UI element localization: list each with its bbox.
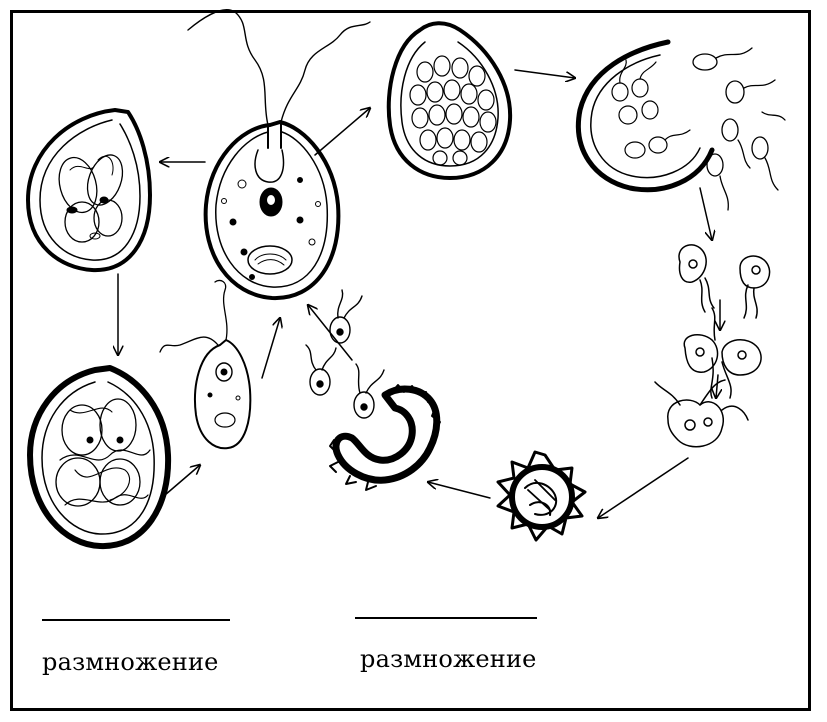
sporangium-with-many-spores [389, 23, 510, 178]
caption-right: размножение [360, 645, 537, 673]
gamete-fusion [684, 308, 761, 398]
released-young-cells [306, 290, 384, 418]
gametes [679, 245, 770, 318]
answer-line-right [355, 617, 537, 619]
spiny-zygospore [498, 452, 585, 540]
answer-line-left [42, 619, 230, 621]
cyst-with-zoospores [28, 110, 150, 270]
cyst-with-mature-cells [30, 368, 168, 546]
bursting-sporangium [578, 42, 785, 210]
opened-zygospore [330, 385, 440, 490]
young-flagellate [160, 280, 250, 448]
caption-left: размножение [42, 648, 219, 676]
zygote [655, 380, 748, 447]
flagellate-cell [188, 10, 370, 298]
